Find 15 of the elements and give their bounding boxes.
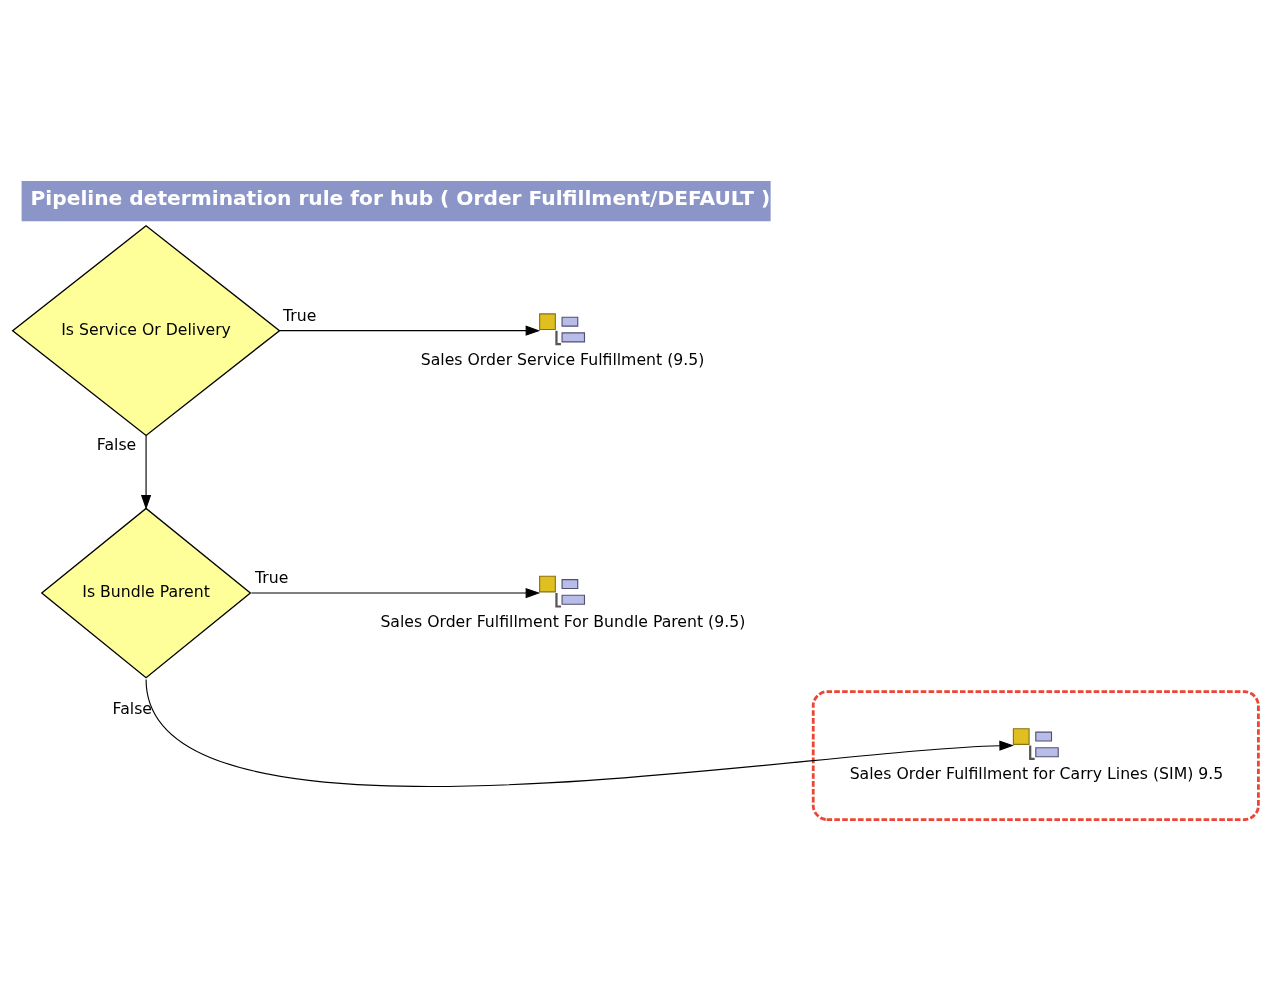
edge-label: False: [96, 434, 137, 454]
arrow: [145, 678, 1014, 787]
cluster: [811, 689, 1260, 821]
edge-label: False: [112, 698, 153, 718]
node-diamond: Is Bundle Parent: [40, 507, 252, 679]
arrow: [278, 325, 541, 336]
arrow: [140, 434, 152, 510]
node-label: Sales Order Service Fulfillment (9.5): [420, 349, 705, 369]
node-label: Sales Order Fulfillment For Bundle Parent (9.5): [380, 611, 746, 631]
node-label: Sales Order Fulfillment for Carry Lines (SIM) 9.5: [849, 763, 1224, 783]
edge-label: True: [283, 305, 317, 325]
edge-label: True: [255, 567, 289, 587]
diagram-title: Pipeline determination rule for hub ( Order Fulfillment/DEFAULT ): [30, 185, 771, 210]
arrow: [250, 587, 541, 598]
node-diamond: Is Service Or Delivery: [11, 224, 281, 436]
